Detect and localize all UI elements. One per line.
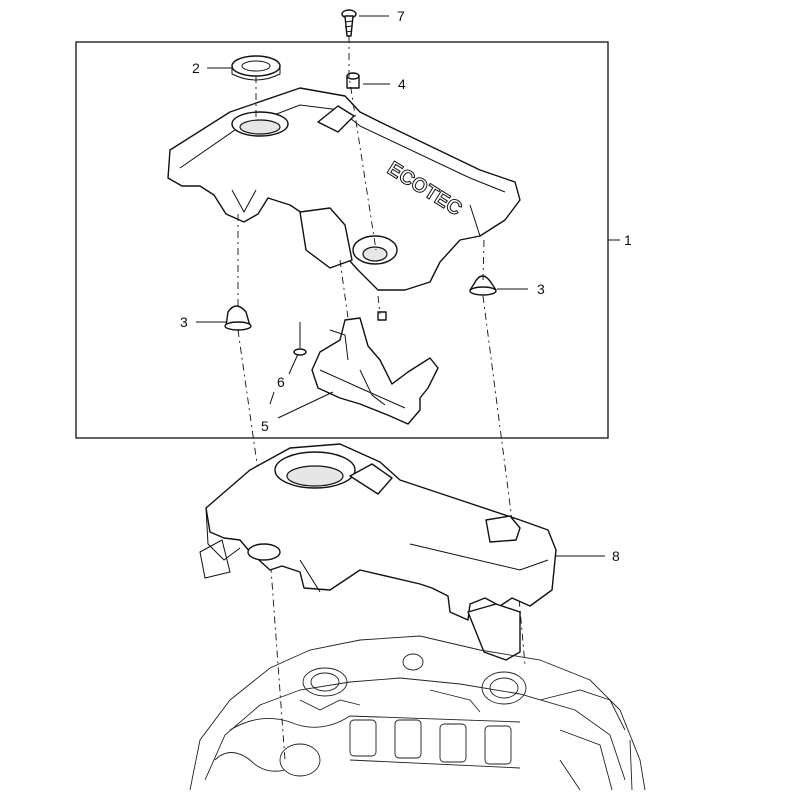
engine-assembly <box>189 635 646 791</box>
callout-2: 2 <box>192 60 200 76</box>
callout-labels: 1 2 3 3 4 5 6 7 8 <box>180 8 632 564</box>
callout-5: 5 <box>261 418 269 434</box>
engine-cover-lower <box>199 443 557 661</box>
bracket-part <box>311 317 439 425</box>
screw-part <box>341 9 357 37</box>
callout-8: 8 <box>612 548 620 564</box>
leader-lines <box>196 15 620 557</box>
spacer-part <box>346 72 360 89</box>
callout-3-right: 3 <box>537 281 545 297</box>
callout-3-left: 3 <box>180 314 188 330</box>
insulator-right <box>469 275 497 296</box>
callout-6: 6 <box>277 374 285 390</box>
callout-1: 1 <box>624 232 632 248</box>
pin-part <box>377 311 387 321</box>
engine-cover-upper: ECOTEC <box>167 87 521 291</box>
callout-7: 7 <box>397 8 405 24</box>
insulator-left <box>224 305 252 331</box>
callout-4: 4 <box>398 76 406 92</box>
clip-part <box>293 322 307 356</box>
